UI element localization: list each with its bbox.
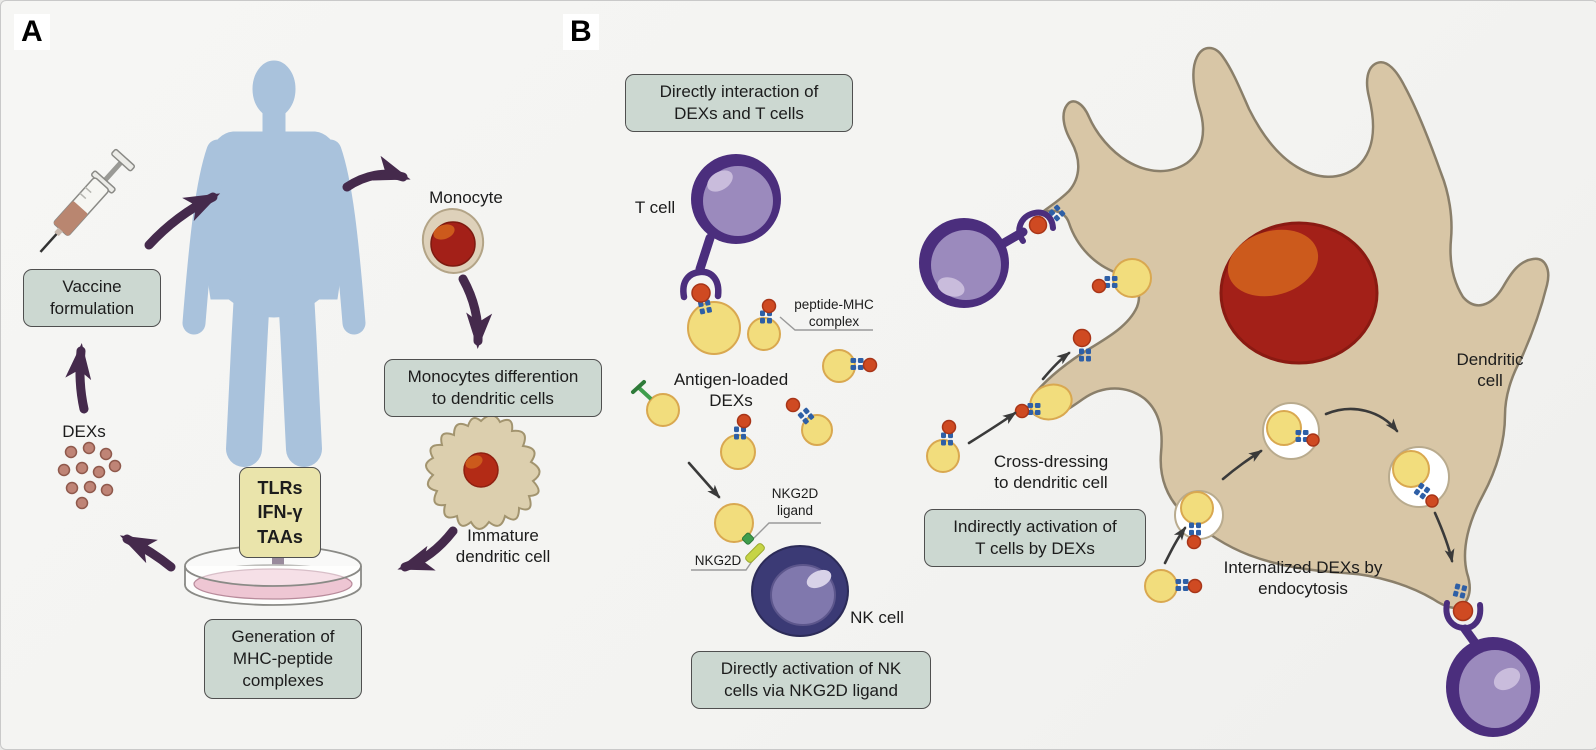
arrow-to-membrane-mhc — [1041, 351, 1071, 381]
dex-endocytosis-incoming — [1144, 569, 1203, 603]
vesicle-1 — [1262, 402, 1320, 460]
tcr-receptor — [680, 268, 722, 301]
arrow-vesicle-traffic-1 — [1221, 449, 1263, 481]
nkg2d-dex — [714, 503, 765, 563]
antigen-loaded-dex-6 — [785, 397, 833, 446]
panel-b-label: B — [563, 14, 599, 50]
dendritic-cell-label: Dendritic cell — [1456, 350, 1524, 391]
directly-interaction-box: Directly interaction of DEXs and T cells — [625, 74, 853, 133]
monocytes-differention-box: Monocytes differention to dendritic cell… — [384, 359, 602, 418]
immature-dc-label: Immature dendritic cell — [455, 526, 551, 567]
internalized-label: Internalized DEXs by endocytosis — [1223, 558, 1383, 599]
t-cell-label: T cell — [634, 198, 676, 217]
petri-dish — [184, 545, 362, 606]
nk-cell — [751, 545, 849, 637]
stimulant-tlrs: TLRs — [257, 478, 303, 498]
arrow-endocytosis — [1163, 526, 1187, 565]
dex-approaching — [926, 419, 960, 473]
stimulant-ifn: IFN-γ — [257, 502, 303, 523]
endocytosis-cup — [1174, 490, 1224, 550]
callout-peptide-mhc — [779, 316, 873, 331]
t-cell-bottom — [1443, 583, 1540, 737]
antigen-loaded-label: Antigen-loaded DEXs — [673, 370, 789, 411]
dex-fusing — [1014, 383, 1073, 421]
arrow-to-nkg2d-dex — [687, 461, 721, 499]
monocyte-label: Monocyte — [429, 188, 503, 207]
antigen-loaded-dex-3 — [822, 349, 878, 383]
generation-box: Generation of MHC-peptide complexes — [204, 619, 362, 700]
dexs-particles — [57, 441, 122, 510]
nkg2d-ligand-label: NKG2D ligand — [771, 486, 819, 518]
antigen-loaded-dex-5 — [720, 413, 756, 470]
arrow-person-to-monocyte — [342, 155, 411, 192]
arrow-vesicle-traffic-2 — [1324, 407, 1399, 433]
arrow-monocyte-to-differention — [458, 274, 493, 349]
arrow-syringe-to-person — [144, 192, 221, 250]
indirectly-activation-box: Indirectly activation of T cells by DEXs — [924, 509, 1146, 568]
vaccine-formulation-box: Vaccine formulation — [23, 269, 161, 328]
panel-a-label: A — [14, 14, 50, 50]
directly-activation-box: Directly activation of NK cells via NKG2… — [691, 651, 931, 710]
antigen-loaded-dex-1 — [687, 283, 741, 355]
monocyte-cell — [421, 208, 485, 274]
t-cell-cross-dressed — [919, 204, 1066, 308]
vesicle-2 — [1388, 446, 1450, 508]
arrow-dc-to-dish — [397, 526, 458, 572]
t-cell-top — [680, 154, 781, 301]
tcr-receptor — [1016, 209, 1056, 244]
arrow-dexs-to-vaccine — [65, 343, 92, 414]
human-silhouette — [182, 60, 366, 467]
dex-docking-membrane — [1091, 258, 1152, 298]
stimulants-box: TLRs IFN-γ TAAs — [239, 467, 321, 558]
antigen-loaded-dex-4 — [631, 380, 680, 427]
arrow-dish-to-dexs — [119, 534, 176, 572]
syringe-icon — [39, 148, 136, 253]
arrow-vesicle-traffic-3 — [1433, 511, 1455, 563]
cross-dressed-mhc — [1041, 328, 1092, 381]
callout-nkg2d-ligand — [750, 522, 821, 542]
peptide-mhc-label: peptide-MHC complex — [794, 297, 874, 329]
nkg2d-label: NKG2D — [694, 553, 742, 568]
antigen-loaded-dex-2 — [747, 298, 781, 351]
arrow-cross-dressing — [967, 411, 1017, 445]
dexs-label: DEXs — [62, 422, 106, 441]
nk-cell-label: NK cell — [850, 608, 904, 627]
cross-dressing-label: Cross-dressing to dendritic cell — [993, 452, 1109, 493]
stimulant-taas: TAAs — [257, 526, 303, 547]
immature-dendritic-cell — [425, 414, 541, 530]
